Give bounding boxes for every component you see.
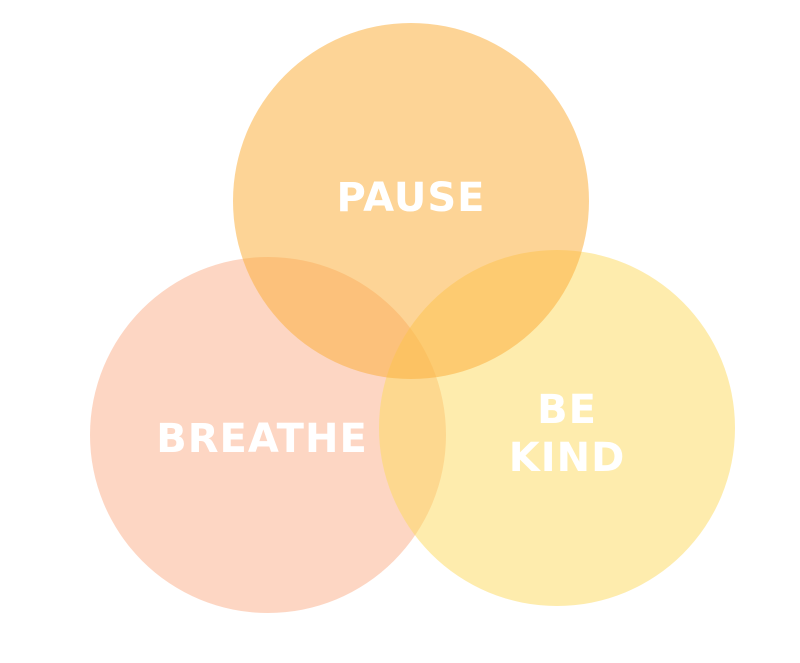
label-pause: PAUSE xyxy=(337,175,486,221)
label-be: BE xyxy=(537,387,597,433)
label-breathe: BREATHE xyxy=(156,416,368,462)
circle-pause xyxy=(233,23,589,379)
label-kind: KIND xyxy=(509,435,626,481)
